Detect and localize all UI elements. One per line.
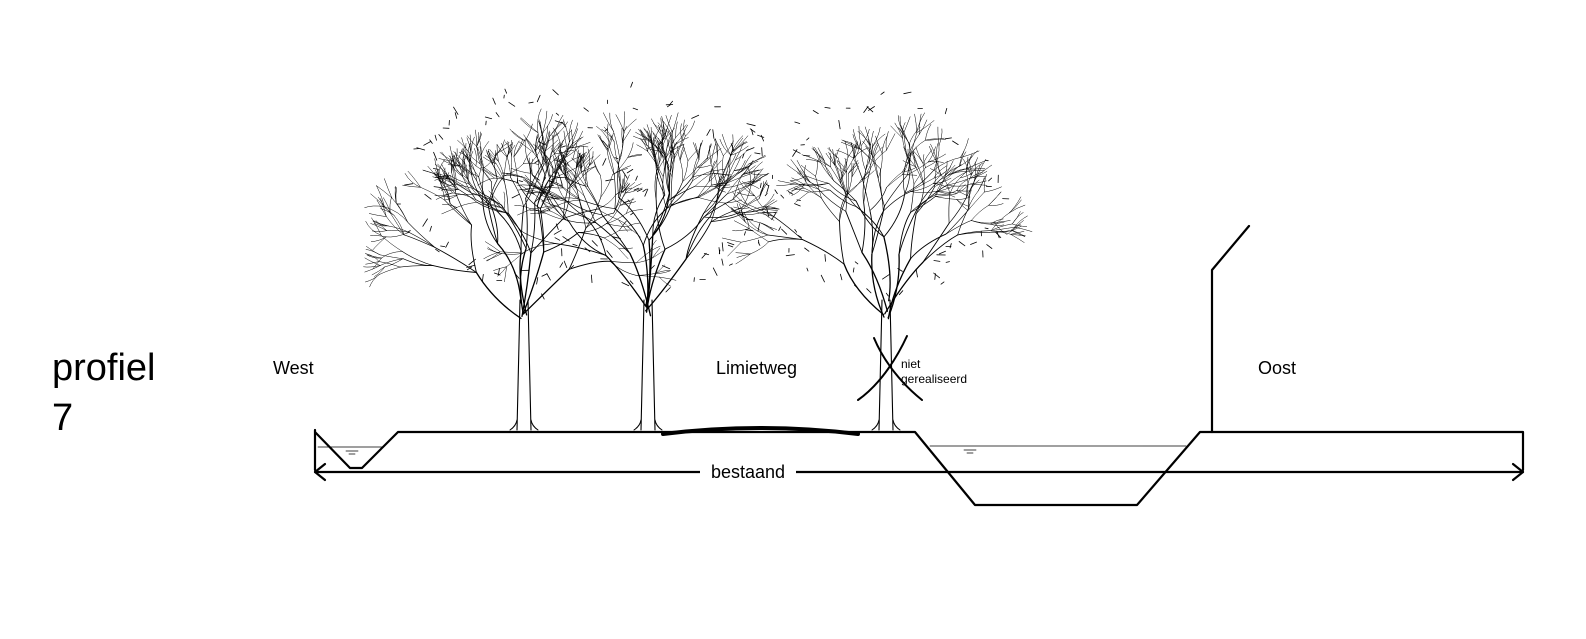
east-water-symbol — [963, 449, 977, 454]
east-building-edge — [1210, 224, 1251, 434]
road-surface — [661, 426, 860, 436]
note-line1: niet — [901, 357, 921, 371]
label-east: Oost — [1258, 358, 1296, 378]
tree-1 — [363, 88, 677, 431]
dimension-label-bg — [700, 460, 796, 482]
cross-stroke-2 — [857, 335, 908, 401]
dimension-line: bestaand — [313, 460, 1525, 482]
ground-profile — [313, 224, 1525, 507]
cross-stroke-1 — [873, 337, 923, 401]
label-west: West — [273, 358, 314, 378]
note-line2: gerealiseerd — [901, 372, 967, 386]
profile-title-line2: 7 — [52, 397, 73, 439]
west-ditch-outline — [313, 428, 1525, 507]
dimension-arrow-left — [313, 462, 327, 482]
tree-2 — [481, 81, 780, 431]
west-water-symbol — [345, 450, 359, 455]
not-realised-marker: niet gerealiseerd — [857, 335, 967, 401]
label-road: Limietweg — [716, 358, 797, 378]
tree-3 — [722, 91, 1033, 431]
dimension-label: bestaand — [711, 462, 785, 482]
profile-title-line1: profiel — [52, 347, 156, 389]
trees-group — [363, 81, 1033, 431]
dimension-arrow-right — [1511, 462, 1525, 482]
